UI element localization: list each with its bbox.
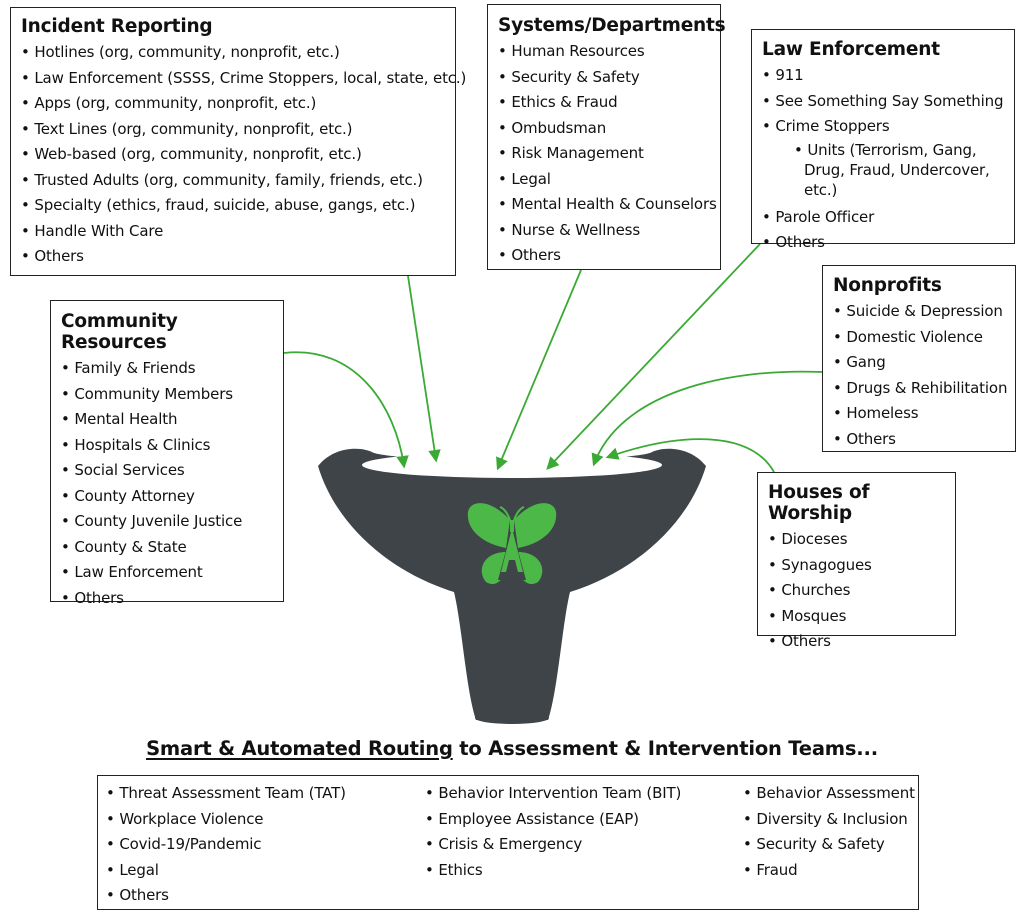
list-item: Law Enforcement	[61, 560, 273, 586]
list-item: Crisis & Emergency	[425, 832, 681, 858]
nonprofits-title: Nonprofits	[833, 275, 942, 296]
list-item: Suicide & Depression	[833, 299, 1005, 325]
houses-of-worship-title: Houses of Worship	[768, 482, 870, 524]
list-item: Security & Safety	[743, 832, 915, 858]
list-item: Community Members	[61, 382, 273, 408]
houses-of-worship-box: Houses of Worship Dioceses Synagogues Ch…	[757, 472, 956, 650]
list-item: Text Lines (org, community, nonprofit, e…	[21, 117, 445, 143]
list-item: Behavior Assessment	[743, 781, 915, 807]
list-item: Risk Management	[498, 141, 710, 167]
list-item: Homeless	[833, 401, 1005, 427]
nonprofits-list: Suicide & Depression Domestic Violence G…	[833, 299, 1007, 453]
community-resources-box: Community Resources Family & Friends Com…	[50, 300, 284, 607]
houses-of-worship-list: Dioceses Synagogues Churches Mosques Oth…	[768, 527, 945, 655]
list-item: See Something Say Something	[762, 89, 1004, 115]
list-item: Diversity & Inclusion	[743, 807, 915, 833]
law-enforcement-title: Law Enforcement	[762, 39, 940, 60]
list-item: Security & Safety	[498, 65, 710, 91]
list-item: Mental Health & Counselors	[498, 192, 716, 218]
list-item: Fraud	[743, 858, 915, 884]
list-item: Ethics	[425, 858, 681, 884]
list-item: Ethics & Fraud	[498, 90, 710, 116]
list-item: Synagogues	[768, 553, 945, 579]
systems-departments-list: Human Resources Security & Safety Ethics…	[498, 39, 716, 269]
teams-column-2: Behavior Intervention Team (BIT) Employe…	[425, 781, 681, 883]
list-item: 911	[762, 63, 1004, 89]
list-item: Social Services	[61, 458, 273, 484]
list-item: Nurse & Wellness	[498, 218, 710, 244]
list-item: County Juvenile Justice	[61, 509, 273, 535]
list-item: Others	[61, 586, 273, 612]
arrows	[283, 243, 823, 473]
list-item: Legal	[498, 167, 710, 193]
list-item: Gang	[833, 350, 1005, 376]
arrow-community-resources	[283, 351, 409, 469]
list-item: Units (Terrorism, Gang, Drug, Fraud, Und…	[762, 140, 1004, 200]
list-item: Others	[833, 427, 1005, 453]
list-item: Hotlines (org, community, nonprofit, etc…	[21, 40, 445, 66]
list-item: Mental Health	[61, 407, 273, 433]
list-item: Employee Assistance (EAP)	[425, 807, 681, 833]
routing-title-underlined: Smart & Automated Routing	[146, 737, 453, 760]
systems-departments-title: Systems/Departments	[498, 15, 726, 36]
list-item: Domestic Violence	[833, 325, 1005, 351]
list-item: Covid-19/Pandemic	[106, 832, 346, 858]
list-item: Human Resources	[498, 39, 710, 65]
routing-title-rest: to Assessment & Intervention Teams...	[452, 737, 878, 760]
list-item: County & State	[61, 535, 273, 561]
community-resources-list: Family & Friends Community Members Menta…	[61, 356, 273, 611]
community-resources-title: Community Resources	[61, 311, 178, 353]
teams-box: Threat Assessment Team (TAT) Workplace V…	[97, 775, 919, 910]
funnel-mouth	[362, 452, 662, 478]
teams-column-3: Behavior Assessment Diversity & Inclusio…	[743, 781, 915, 883]
list-item: Crime Stoppers	[762, 114, 1004, 140]
list-item: Others	[106, 883, 346, 909]
list-item: Behavior Intervention Team (BIT)	[425, 781, 681, 807]
list-item: Law Enforcement (SSSS, Crime Stoppers, l…	[21, 66, 466, 92]
butterfly-logo-icon	[467, 503, 557, 585]
arrow-law-enforcement	[546, 243, 761, 470]
list-item: Hospitals & Clinics	[61, 433, 273, 459]
list-item: Handle With Care	[21, 219, 445, 245]
list-item: Ombudsman	[498, 116, 710, 142]
list-item: Family & Friends	[61, 356, 273, 382]
arrow-nonprofits	[591, 370, 823, 467]
list-item: Others	[768, 629, 945, 655]
law-enforcement-box: Law Enforcement 911 See Something Say So…	[751, 29, 1015, 251]
list-item: Churches	[768, 578, 945, 604]
list-item: Parole Officer	[762, 205, 1004, 231]
funnel-body	[318, 448, 706, 720]
systems-departments-box: Systems/Departments Human Resources Secu…	[487, 4, 726, 270]
nonprofits-box: Nonprofits Suicide & Depression Domestic…	[822, 265, 1016, 452]
list-item: Apps (org, community, nonprofit, etc.)	[21, 91, 445, 117]
list-item: Threat Assessment Team (TAT)	[106, 781, 346, 807]
list-item: County Attorney	[61, 484, 273, 510]
arrow-incident-reporting	[407, 275, 441, 463]
list-item: Workplace Violence	[106, 807, 346, 833]
list-item: Trusted Adults (org, community, family, …	[21, 168, 445, 194]
arrow-houses-of-worship	[605, 438, 775, 473]
list-item: Legal	[106, 858, 346, 884]
teams-column-1: Threat Assessment Team (TAT) Workplace V…	[106, 781, 346, 909]
list-item: Mosques	[768, 604, 945, 630]
incident-reporting-box: Incident Reporting Hotlines (org, commun…	[10, 7, 466, 276]
list-item: Others	[762, 230, 1004, 256]
incident-reporting-title: Incident Reporting	[21, 16, 213, 37]
incident-reporting-list: Hotlines (org, community, nonprofit, etc…	[21, 40, 466, 270]
arrow-systems-departments	[496, 269, 582, 471]
list-item: Others	[21, 244, 445, 270]
law-enforcement-list: 911 See Something Say Something Crime St…	[762, 63, 1004, 256]
list-item: Dioceses	[768, 527, 945, 553]
list-item: Drugs & Rehibilitation	[833, 376, 1007, 402]
list-item: Specialty (ethics, fraud, suicide, abuse…	[21, 193, 445, 219]
list-item: Others	[498, 243, 710, 269]
routing-title: Smart & Automated Routing to Assessment …	[0, 737, 1024, 760]
list-item: Web-based (org, community, nonprofit, et…	[21, 142, 445, 168]
